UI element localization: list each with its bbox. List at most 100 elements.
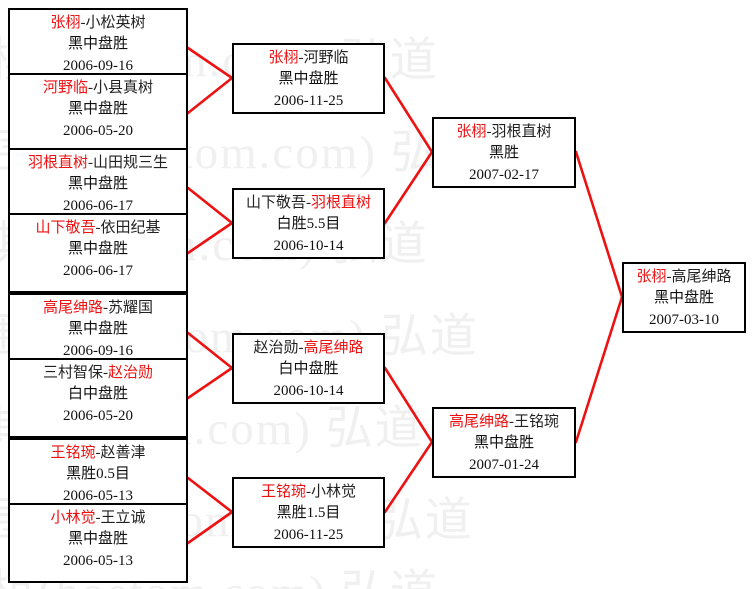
match-date: 2006-09-16	[63, 342, 133, 359]
match-date: 2006-05-20	[63, 407, 133, 424]
vs-separator: -	[306, 195, 311, 211]
match-date: 2006-11-25	[273, 92, 344, 109]
match-box-r2-1[interactable]: 张栩-河野临 黑中盘胜 2006-11-25	[232, 43, 385, 114]
match-date: 2007-01-24	[469, 456, 539, 473]
vs-separator: -	[103, 300, 108, 316]
match-result: 黑中盘胜	[473, 435, 534, 452]
match-result: 黑中盘胜	[278, 71, 339, 88]
match-result: 黑中盘胜	[67, 531, 128, 548]
match-box-r2-4[interactable]: 王铭琬-小林觉 黑胜1.5目 2006-11-25	[232, 477, 385, 548]
vs-separator: -	[666, 269, 672, 285]
player-loser: 小松英树	[85, 15, 146, 31]
match-players: 高尾绅路-苏耀国	[10, 298, 186, 319]
match-date: 2006-10-14	[273, 382, 344, 399]
vs-separator: -	[88, 155, 93, 171]
player-loser: 山田规三生	[93, 155, 169, 171]
player-winner: 张栩	[636, 269, 667, 285]
match-players: 王铭琬-小林觉	[234, 482, 383, 503]
player-loser: 依田纪基	[100, 220, 161, 236]
player-winner: 张栩	[268, 50, 299, 66]
match-players: 张栩-高尾绅路	[624, 267, 744, 288]
match-result: 黑中盘胜	[653, 290, 714, 307]
vs-separator: -	[103, 365, 108, 381]
player-winner: 羽根直树	[27, 155, 88, 171]
match-result: 黑中盘胜	[67, 36, 128, 53]
player-loser: 赵治勋	[253, 340, 299, 356]
match-date: 2006-05-13	[63, 552, 133, 569]
player-loser: 山下敬吾	[245, 195, 306, 211]
vs-separator: -	[298, 340, 304, 356]
match-date: 2006-09-16	[63, 57, 133, 74]
player-winner: 小林觉	[50, 510, 96, 526]
vs-separator: -	[95, 220, 101, 236]
match-box-r2-2[interactable]: 山下敬吾-羽根直树 白胜5.5目 2006-10-14	[232, 188, 385, 259]
match-players: 张栩-小松英树	[10, 13, 186, 34]
match-date: 2006-06-17	[63, 262, 133, 279]
match-players: 高尾绅路-王铭琬	[434, 412, 574, 433]
player-loser: 高尾绅路	[671, 269, 732, 285]
player-loser: 小林觉	[311, 484, 357, 500]
match-players: 三村智保-赵治勋	[10, 363, 186, 384]
match-result: 黑胜1.5目	[276, 505, 341, 522]
match-date: 2006-11-25	[273, 526, 344, 543]
match-box-r3-2[interactable]: 高尾绅路-王铭琬 黑中盘胜 2007-01-24	[432, 407, 576, 478]
player-winner: 王铭琬	[50, 445, 96, 461]
match-date: 2006-06-17	[63, 197, 133, 214]
player-winner: 张栩	[456, 124, 487, 140]
match-box-r1-6[interactable]: 三村智保-赵治勋 白中盘胜 2006-05-20	[8, 358, 188, 438]
vs-separator: -	[486, 124, 492, 140]
player-loser: 王铭琬	[514, 414, 560, 430]
match-players: 山下敬吾-依田纪基	[10, 218, 186, 239]
player-winner: 羽根直树	[311, 195, 372, 211]
match-result: 黑胜0.5目	[66, 466, 130, 483]
match-date: 2006-05-20	[63, 122, 133, 139]
player-loser: 羽根直树	[491, 124, 552, 140]
player-winner: 高尾绅路	[42, 300, 103, 316]
match-box-final[interactable]: 张栩-高尾绅路 黑中盘胜 2007-03-10	[622, 262, 746, 333]
vs-separator: -	[95, 445, 101, 461]
match-date: 2007-03-10	[649, 311, 719, 328]
player-winner: 高尾绅路	[303, 340, 364, 356]
match-result: 黑中盘胜	[67, 321, 128, 338]
match-result: 白中盘胜	[278, 361, 339, 378]
match-result: 黑胜	[488, 145, 519, 162]
vs-separator: -	[80, 15, 86, 31]
match-result: 白胜5.5目	[276, 216, 341, 233]
match-players: 王铭琬-赵善津	[10, 443, 186, 464]
match-result: 黑中盘胜	[67, 241, 128, 258]
match-players: 山下敬吾-羽根直树	[234, 193, 383, 214]
match-date: 2006-05-13	[63, 487, 133, 504]
player-loser: 赵善津	[100, 445, 146, 461]
vs-separator: -	[298, 50, 304, 66]
match-result: 白中盘胜	[67, 386, 128, 403]
player-loser: 小县真树	[93, 80, 154, 96]
match-players: 张栩-羽根直树	[434, 122, 574, 143]
vs-separator: -	[95, 510, 101, 526]
match-players: 张栩-河野临	[234, 48, 383, 69]
player-winner: 山下敬吾	[35, 220, 96, 236]
match-result: 黑中盘胜	[67, 176, 128, 193]
player-loser: 三村智保	[42, 365, 103, 381]
match-players: 赵治勋-高尾绅路	[234, 338, 383, 359]
player-winner: 王铭琬	[260, 484, 306, 500]
match-box-r1-2[interactable]: 河野临-小县真树 黑中盘胜 2006-05-20	[8, 73, 188, 153]
match-box-r1-4[interactable]: 山下敬吾-依田纪基 黑中盘胜 2006-06-17	[8, 213, 188, 293]
match-date: 2007-02-17	[469, 166, 539, 183]
player-winner: 高尾绅路	[448, 414, 509, 430]
match-box-r1-8[interactable]: 小林觉-王立诚 黑中盘胜 2006-05-13	[8, 503, 188, 583]
player-winner: 赵治勋	[108, 365, 154, 381]
match-players: 河野临-小县真树	[10, 78, 186, 99]
match-players: 羽根直树-山田规三生	[10, 153, 186, 174]
match-box-r2-3[interactable]: 赵治勋-高尾绅路 白中盘胜 2006-10-14	[232, 333, 385, 404]
match-date: 2006-10-14	[273, 237, 344, 254]
match-box-r3-1[interactable]: 张栩-羽根直树 黑胜 2007-02-17	[432, 117, 576, 188]
match-players: 小林觉-王立诚	[10, 508, 186, 529]
vs-separator: -	[306, 484, 311, 500]
vs-separator: -	[88, 80, 93, 96]
player-loser: 王立诚	[100, 510, 146, 526]
match-result: 黑中盘胜	[67, 101, 128, 118]
player-loser: 苏耀国	[108, 300, 154, 316]
player-winner: 河野临	[42, 80, 88, 96]
player-loser: 河野临	[303, 50, 349, 66]
